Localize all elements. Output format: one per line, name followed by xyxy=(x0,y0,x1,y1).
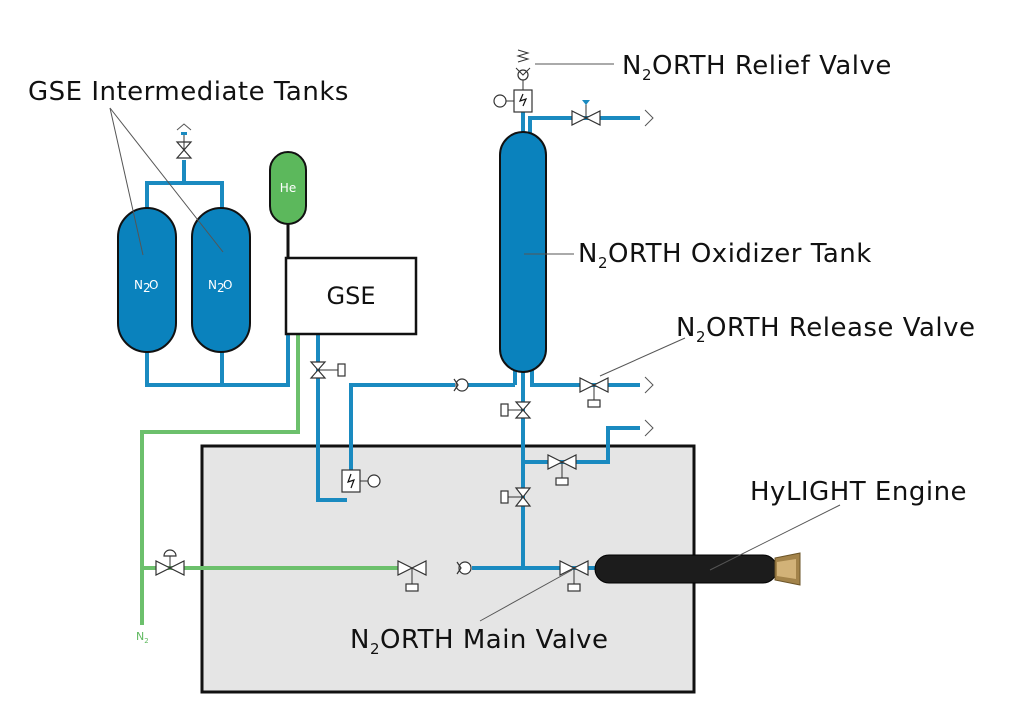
gse-fill-valve xyxy=(309,361,346,379)
leader-lines xyxy=(109,63,841,622)
top-vent-line xyxy=(528,116,640,135)
oxidizer-tank xyxy=(499,131,547,373)
relief-valve xyxy=(493,49,533,113)
svg-text:N: N xyxy=(134,278,143,292)
feed-valve xyxy=(500,487,532,507)
gse-vent-valve xyxy=(175,123,193,159)
svg-text:2: 2 xyxy=(143,281,151,295)
svg-text:He: He xyxy=(280,181,296,195)
vent-outlet-lower-arrow xyxy=(644,419,654,437)
release-valve xyxy=(579,377,609,408)
svg-text:2: 2 xyxy=(217,281,225,295)
label-release-valve: N2ORTH Release Valve xyxy=(676,313,976,346)
n2o-tank-left: N 2 O xyxy=(117,207,177,353)
label-nitrogen-supply: N2 xyxy=(136,630,149,645)
svg-text:GSE: GSE xyxy=(327,282,376,310)
tank-isolation-valve xyxy=(500,401,532,419)
vent-outlet-top-arrow xyxy=(644,109,654,127)
top-vent-valve xyxy=(571,100,601,126)
fill-line-to-check xyxy=(349,383,455,490)
lower-vent-valve xyxy=(547,454,577,486)
svg-text:O: O xyxy=(223,278,232,292)
tank-bottom-manifold xyxy=(145,334,290,387)
svg-text:O: O xyxy=(149,278,158,292)
nitrogen-valve xyxy=(397,560,427,592)
label-gse-tanks: GSE Intermediate Tanks xyxy=(28,77,349,107)
nitrogen-regulator xyxy=(155,549,185,576)
label-relief-valve: N2ORTH Relief Valve xyxy=(622,51,892,84)
tank-top-manifold xyxy=(145,181,224,210)
label-engine: HyLIGHT Engine xyxy=(750,477,967,507)
gse-box: GSE xyxy=(284,256,418,336)
hylight-engine xyxy=(594,552,801,586)
n2o-tank-right: N 2 O xyxy=(191,207,251,353)
nitrogen-line-main xyxy=(140,334,300,625)
svg-text:N: N xyxy=(208,278,217,292)
label-oxidizer-tank: N2ORTH Oxidizer Tank xyxy=(578,239,872,272)
helium-tank: He xyxy=(269,151,307,258)
fill-check-valve xyxy=(453,378,469,392)
gse-fill-line xyxy=(316,334,347,502)
label-main-valve: N2ORTH Main Valve xyxy=(350,625,608,658)
nitrogen-check-valve xyxy=(456,561,472,575)
release-outlet-arrow xyxy=(644,376,654,394)
main-valve xyxy=(559,560,589,592)
quick-disconnect xyxy=(341,469,381,493)
